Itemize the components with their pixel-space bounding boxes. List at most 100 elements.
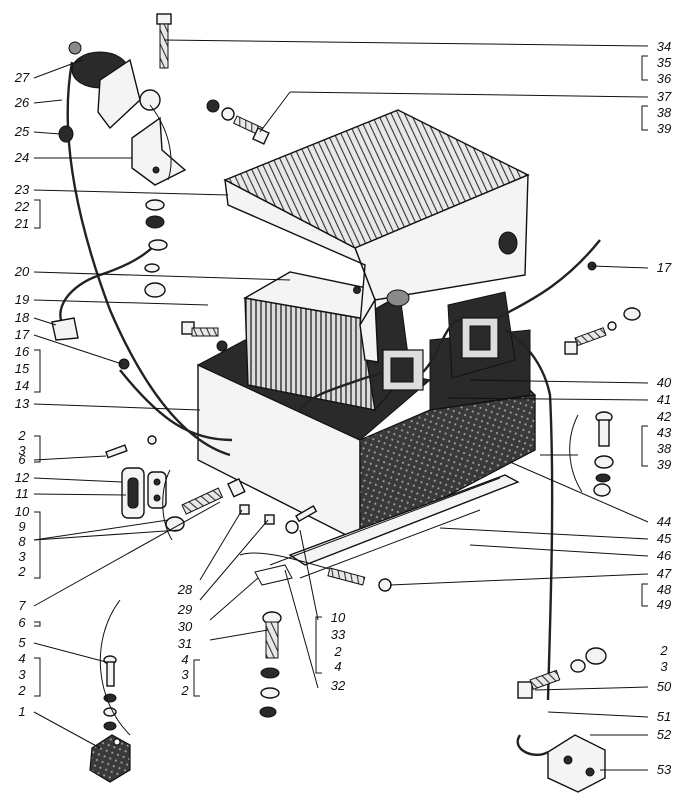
label-31: 31 (178, 636, 192, 651)
label-19: 19 (15, 292, 29, 307)
label-30: 30 (178, 619, 193, 634)
label-2-center: 2 (180, 683, 189, 698)
label-4: 4 (18, 651, 25, 666)
tray-side-mesh (359, 394, 536, 543)
leader-lines (33, 39, 649, 771)
label-1: 1 (18, 704, 25, 719)
detail-arc-right (569, 414, 583, 493)
labels-left: 27 26 25 24 23 22 21 20 19 18 17 16 15 1… (14, 70, 41, 719)
label-9: 9 (18, 519, 25, 534)
detail-arc-left (162, 469, 173, 541)
bolt-50 (517, 647, 607, 699)
bolt-37-group (206, 99, 270, 145)
label-23: 23 (14, 182, 30, 197)
labels-center: 28 29 30 31 4 3 2 10 33 2 4 32 (177, 582, 346, 698)
label-52: 52 (657, 727, 672, 742)
label-47: 47 (657, 566, 672, 581)
cable-ground-strap (59, 244, 156, 331)
label-53: 53 (657, 762, 672, 777)
label-8: 8 (18, 534, 26, 549)
label-5: 5 (18, 635, 26, 650)
label-7: 7 (18, 598, 26, 613)
lid-latch (498, 231, 518, 255)
bolt-34 (156, 13, 172, 69)
label-36: 36 (657, 71, 672, 86)
label-4-center: 4 (181, 652, 188, 667)
detail-arc-bottom (99, 599, 131, 736)
label-3c: 3 (18, 667, 26, 682)
battery-cover-lid (223, 109, 530, 363)
rod-47 (239, 552, 392, 592)
label-10: 10 (15, 504, 30, 519)
bracket-24 (131, 116, 187, 186)
label-2b: 2 (17, 564, 26, 579)
label-38b: 38 (657, 441, 672, 456)
label-14: 14 (15, 378, 29, 393)
label-22: 22 (14, 199, 30, 214)
cable-right-down (504, 328, 554, 701)
label-2-right: 2 (659, 643, 668, 658)
bolt-42-stack (593, 411, 614, 497)
lid-clip (386, 289, 410, 307)
label-10-center: 10 (331, 610, 346, 625)
bolt-10-33 (285, 505, 318, 534)
cable-clip-17 (118, 358, 130, 370)
label-42: 42 (657, 409, 672, 424)
label-3a: 3 (18, 443, 26, 458)
label-51: 51 (657, 709, 671, 724)
grommet-25 (58, 125, 74, 143)
cable-battery-link (422, 318, 463, 373)
battery-right (447, 291, 516, 379)
cable-right-lead (497, 239, 601, 320)
washer-stack (144, 199, 168, 298)
label-12: 12 (15, 470, 30, 485)
label-26: 26 (14, 95, 30, 110)
label-34: 34 (657, 39, 671, 54)
label-15: 15 (15, 361, 30, 376)
label-16: 16 (15, 344, 30, 359)
label-3-center: 3 (181, 667, 189, 682)
label-6a: 6 (18, 452, 26, 467)
nut-29 (264, 514, 275, 525)
nut-28 (239, 504, 250, 515)
bolt-31-stack (259, 611, 282, 718)
label-2c: 2 (17, 683, 26, 698)
label-38a: 38 (657, 105, 672, 120)
label-2a: 2 (17, 428, 26, 443)
labels-right: 34 35 36 37 38 39 17 40 41 42 43 38 39 4… (641, 39, 672, 777)
label-35: 35 (657, 55, 672, 70)
label-43: 43 (657, 425, 672, 440)
label-3b: 3 (18, 549, 26, 564)
label-45: 45 (657, 531, 672, 546)
label-17: 17 (15, 327, 30, 342)
label-25: 25 (14, 124, 30, 139)
bolt-5-stack (103, 655, 117, 731)
block-1 (89, 734, 131, 783)
label-6b: 6 (18, 615, 26, 630)
label-39b: 39 (657, 457, 671, 472)
label-2-center-b: 2 (333, 644, 342, 659)
battery-left-terminal-block (382, 349, 424, 391)
label-41: 41 (657, 392, 671, 407)
cable-lower-left (119, 369, 233, 442)
label-48: 48 (657, 582, 672, 597)
label-17-right: 17 (657, 260, 672, 275)
label-20: 20 (14, 264, 30, 279)
label-46: 46 (657, 548, 672, 563)
label-32: 32 (331, 678, 346, 693)
label-39a: 39 (657, 121, 671, 136)
tensioner-rod (165, 477, 246, 532)
detail-arc-top (149, 104, 172, 181)
cable-lug-18 (51, 317, 79, 341)
label-40: 40 (657, 375, 672, 390)
label-50: 50 (657, 679, 672, 694)
label-11: 11 (15, 486, 29, 501)
label-29: 29 (177, 602, 192, 617)
bolt-2-3-6 (105, 435, 157, 459)
bolt-right-top (564, 307, 641, 355)
label-37: 37 (657, 89, 672, 104)
label-24: 24 (14, 150, 29, 165)
label-44: 44 (657, 514, 671, 529)
